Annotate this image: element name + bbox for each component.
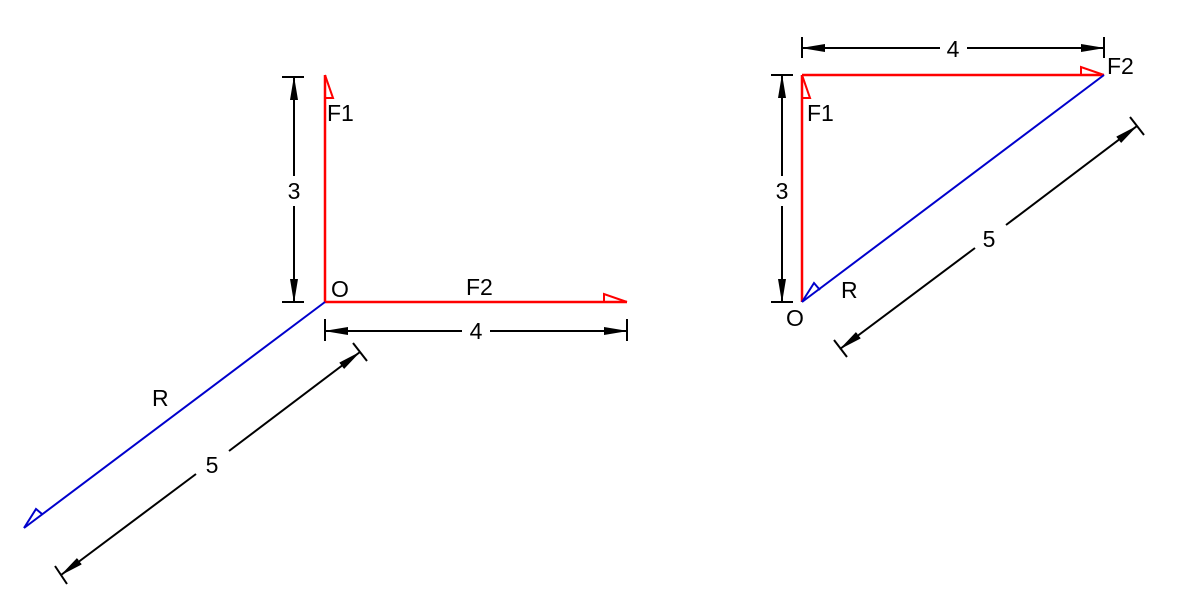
right-f1-arrowhead: [801, 74, 812, 99]
left-f1-label: F1: [327, 100, 354, 126]
left-dim-horizontal: 4: [324, 318, 628, 344]
right-dim-resultant: 5: [833, 116, 1145, 358]
right-dim-vertical-label: 3: [776, 178, 789, 204]
left-r-arrowhead: [23, 507, 43, 529]
left-diagram: 3 4 5 F1 F2 O R: [23, 74, 628, 585]
left-r-vector: [23, 301, 326, 529]
left-f2-label: F2: [466, 274, 493, 300]
right-r-label: R: [841, 277, 858, 303]
left-f2-arrowhead: [603, 292, 628, 303]
right-f2-arrowhead: [1080, 65, 1105, 76]
right-dim-horizontal: 4: [801, 36, 1105, 62]
left-f1-arrowhead: [324, 74, 335, 99]
left-r-label: R: [152, 385, 169, 411]
right-r-arrowhead: [801, 281, 821, 303]
left-origin-label: O: [331, 276, 349, 302]
right-dim-vertical: 3: [771, 74, 793, 303]
left-dim-horizontal-label: 4: [470, 318, 483, 344]
right-dim-resultant-label: 5: [983, 226, 996, 252]
right-f1-label: F1: [807, 100, 834, 126]
right-dim-horizontal-label: 4: [947, 36, 960, 62]
left-dim-resultant-label: 5: [206, 452, 219, 478]
right-origin-label: O: [786, 305, 804, 331]
left-dim-vertical-label: 3: [288, 178, 301, 204]
right-diagram: 4 3 5 F1 F2 O R: [771, 36, 1145, 358]
right-f2-label: F2: [1107, 53, 1134, 79]
left-dim-vertical: 3: [282, 76, 304, 303]
right-r-vector: [801, 74, 1105, 303]
left-dim-resultant: 5: [54, 342, 368, 585]
